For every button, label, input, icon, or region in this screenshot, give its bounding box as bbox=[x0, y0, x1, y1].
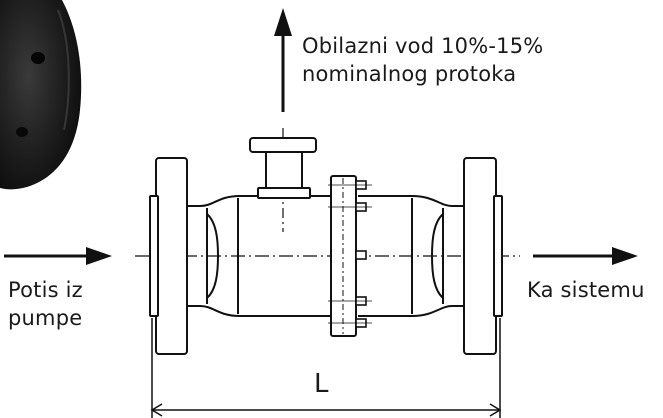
inlet-label-line2: pumpe bbox=[8, 306, 83, 330]
middle-flange bbox=[330, 175, 357, 337]
flange-bolts bbox=[328, 180, 372, 328]
length-label: L bbox=[314, 369, 329, 399]
bypass-label: Obilazni vod 10%-15% nominalnog protoka bbox=[302, 32, 543, 88]
product-photo-fragment bbox=[0, 0, 82, 190]
inlet-label: Potis iz pumpe bbox=[8, 276, 83, 332]
inlet-label-line1: Potis iz bbox=[8, 278, 83, 302]
dimension-line bbox=[150, 318, 502, 418]
right-flange bbox=[463, 157, 503, 355]
bypass-label-line2: nominalnog protoka bbox=[302, 62, 517, 86]
left-body bbox=[187, 195, 330, 317]
right-body bbox=[358, 195, 464, 317]
outlet-arrow bbox=[533, 247, 638, 265]
bypass-stem bbox=[249, 137, 317, 199]
outlet-label: Ka sistemu bbox=[527, 278, 645, 302]
inlet-arrow bbox=[4, 247, 112, 265]
bypass-arrow bbox=[274, 8, 292, 112]
bypass-label-line1: Obilazni vod 10%-15% bbox=[302, 34, 544, 58]
left-flange bbox=[149, 157, 188, 355]
